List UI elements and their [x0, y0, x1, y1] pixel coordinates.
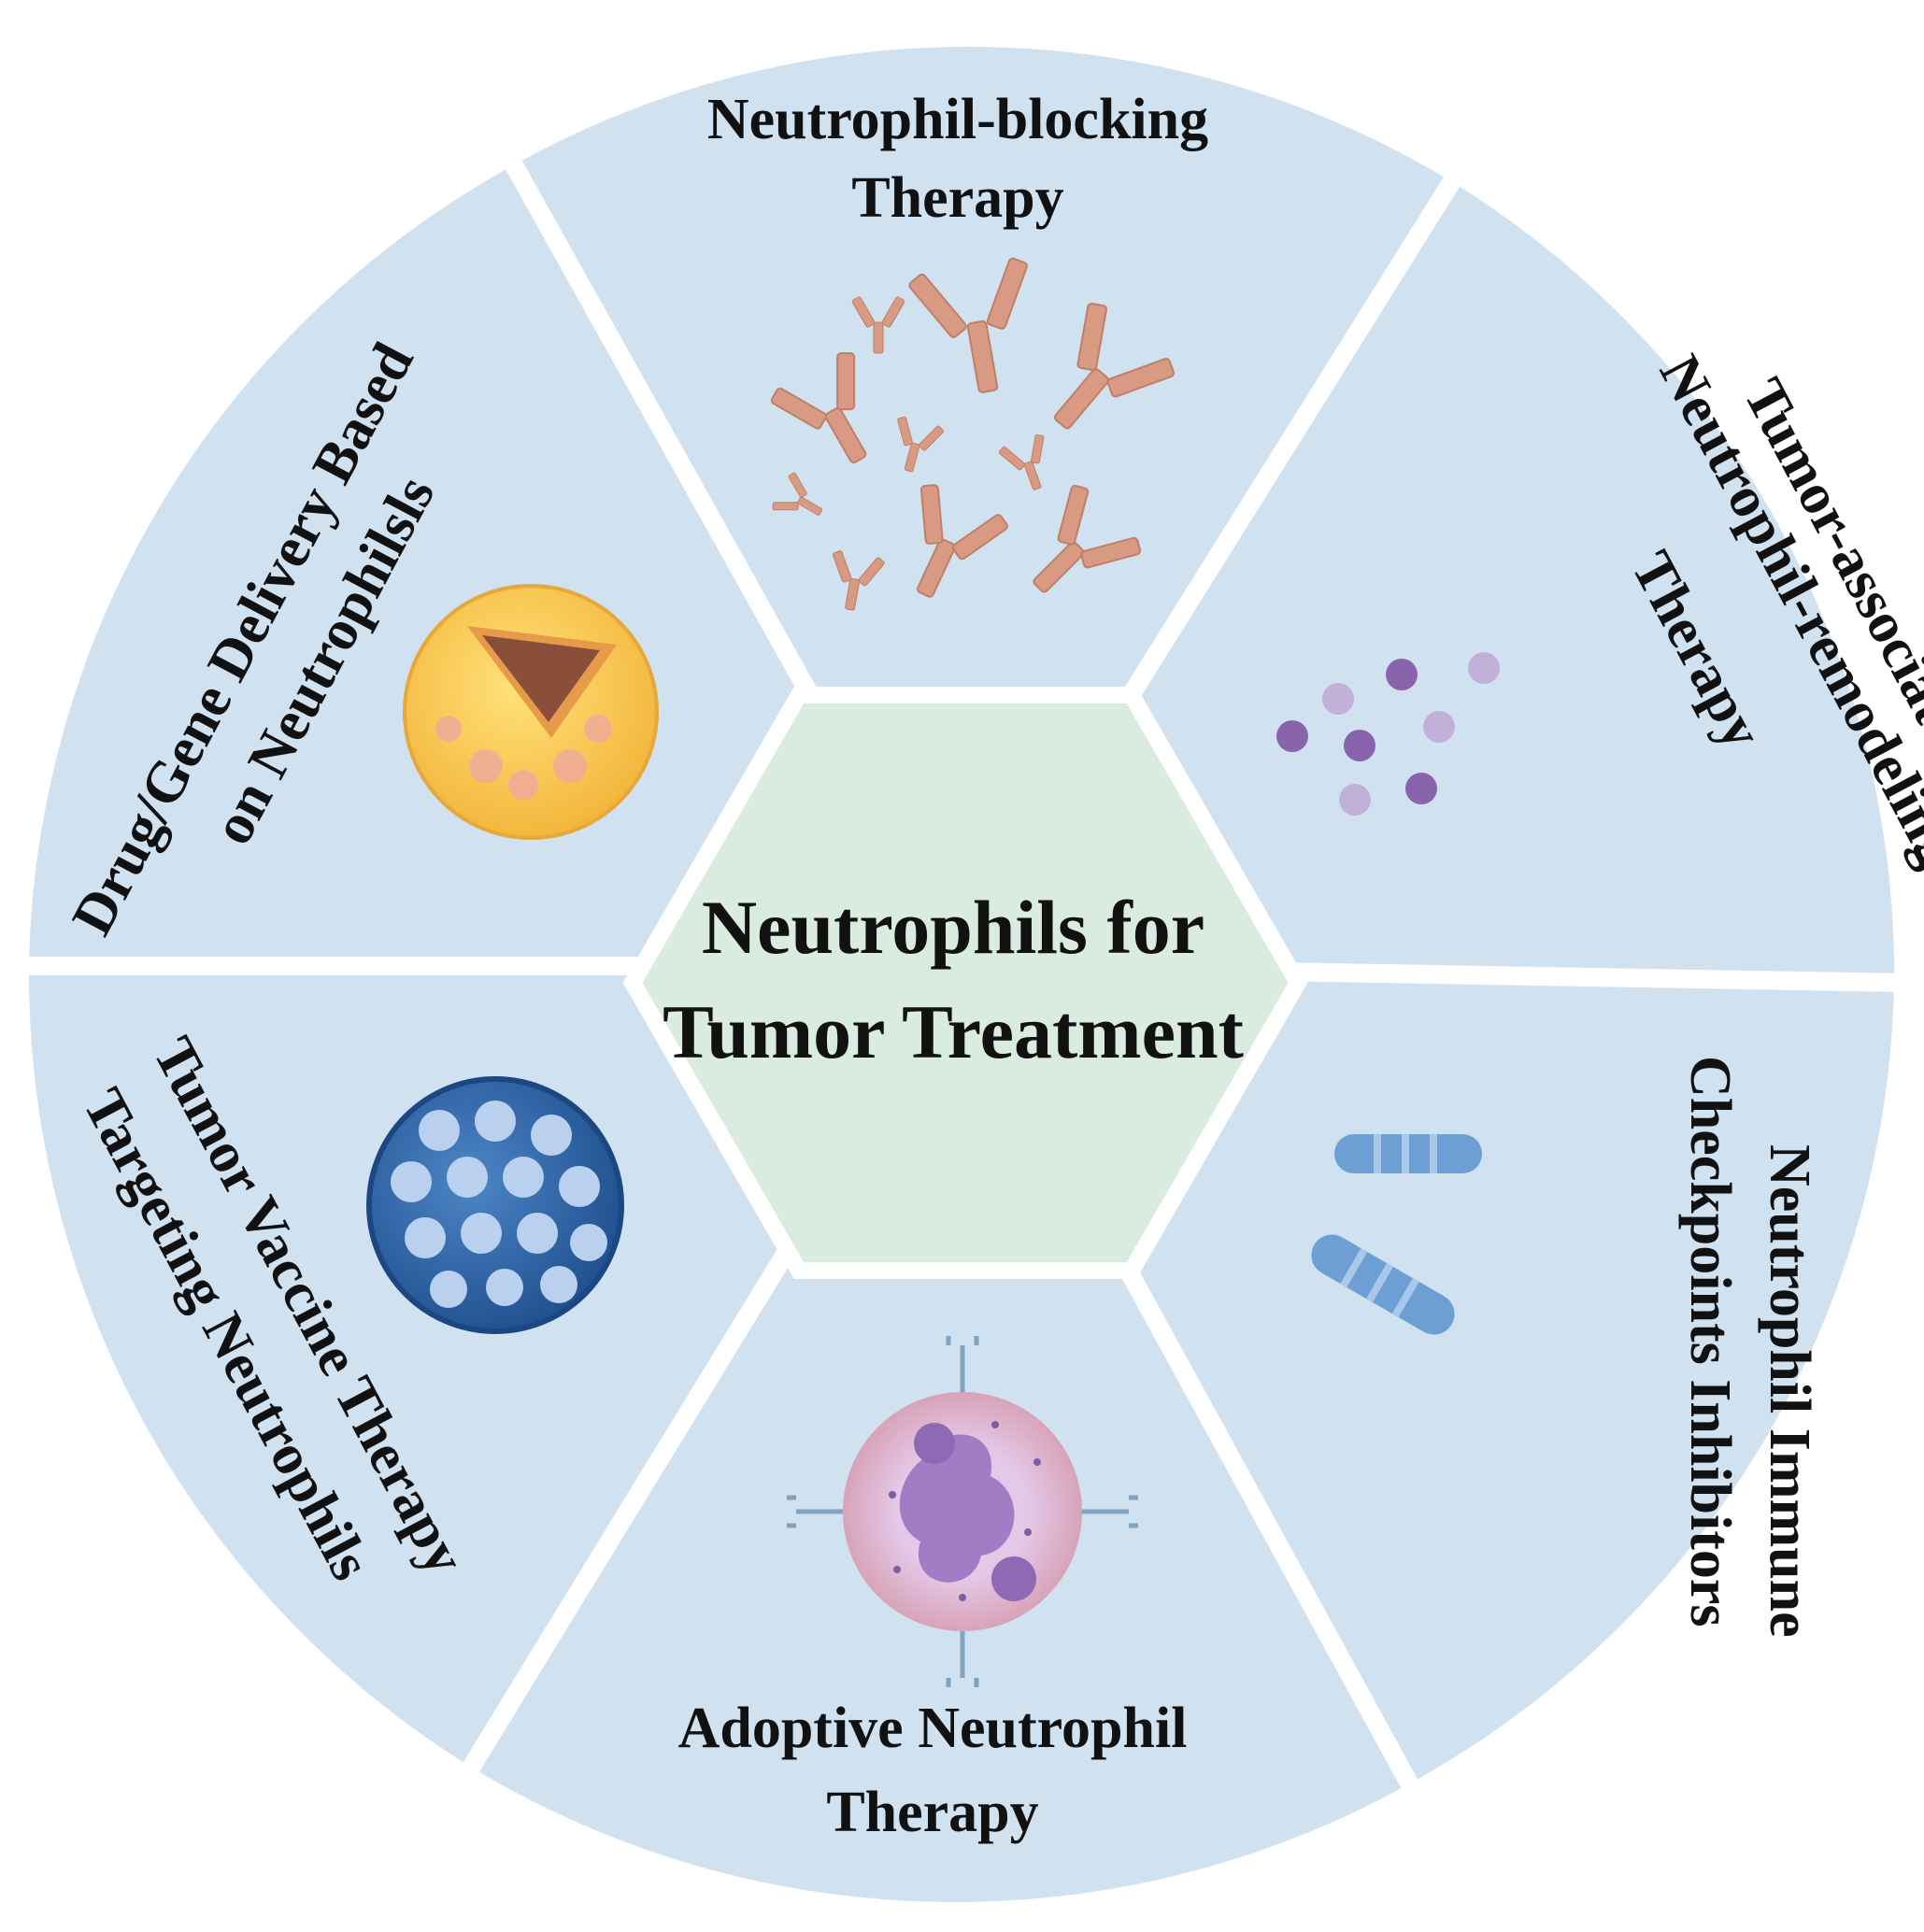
- segment-upper-left: [9, 144, 978, 975]
- center-title-line1: Neutrophils for: [702, 885, 1204, 970]
- inhibitor-capsules-icon: [1311, 1134, 1482, 1335]
- vaccine-particle-icon: [366, 1076, 624, 1334]
- segment-lower-right-title-line2: Checkpoints Inhibitors: [1678, 1056, 1742, 1627]
- molecules-icon: [1276, 652, 1500, 816]
- segment-top-title-line1: Neutrophil-blocking: [707, 88, 1208, 151]
- center-hexagon: [622, 687, 1308, 1279]
- segment-top-title-line2: Therapy: [851, 166, 1063, 230]
- neutrophil-cell-icon: [787, 1336, 1138, 1687]
- segment-lower-left: [9, 957, 978, 1788]
- segment-bottom-title-line2: Therapy: [826, 1781, 1038, 1844]
- segment-bottom-title-line1: Adoptive Neutrophil: [678, 1697, 1188, 1760]
- nanoparticle-icon: [403, 584, 659, 840]
- center-title-line2: Tumor Treatment: [663, 989, 1244, 1074]
- segment-top: [496, 28, 1470, 985]
- segment-upper-right: [945, 161, 1914, 993]
- segment-lower-right-title-line1: Neutrophil Immune: [1758, 1144, 1821, 1638]
- antibodies-icon: [770, 257, 1176, 611]
